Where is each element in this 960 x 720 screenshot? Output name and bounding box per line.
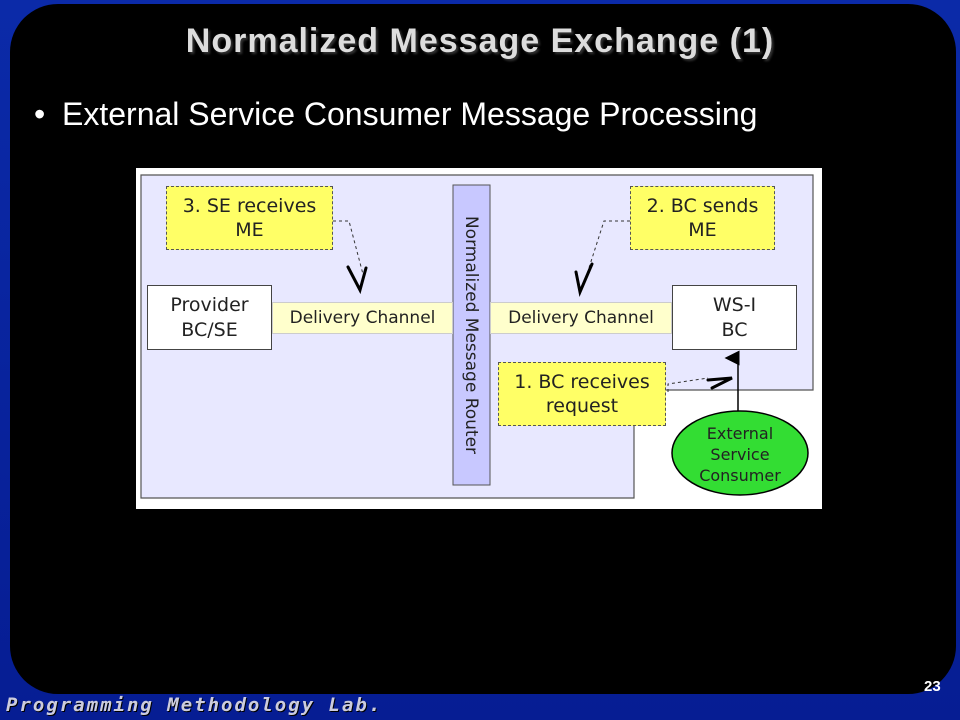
callout-line-bc-receives bbox=[667, 377, 709, 392]
checkmark-bc-sends bbox=[574, 262, 594, 298]
note-bc-sends: 2. BC sends ME bbox=[630, 186, 775, 250]
checkmark-bc-receives bbox=[706, 376, 733, 390]
bullet-item: • External Service Consumer Message Proce… bbox=[34, 96, 757, 133]
callout-line-se bbox=[333, 220, 365, 279]
checkmark-se bbox=[346, 265, 368, 295]
bullet-text: External Service Consumer Message Proces… bbox=[62, 96, 758, 132]
router-bar bbox=[452, 184, 491, 486]
diagram: 3. SE receives ME 2. BC sends ME 1. BC r… bbox=[136, 168, 822, 509]
external-service-consumer-label: External Service Consumer bbox=[699, 423, 781, 485]
callout-line-bc-sends bbox=[586, 220, 630, 275]
delivery-channel-right: Delivery Channel bbox=[490, 302, 672, 334]
provider-bc-se-box: Provider BC/SE bbox=[147, 285, 272, 350]
lab-logo: Programming Methodology Lab. bbox=[6, 694, 383, 716]
consumer-ellipse bbox=[671, 410, 809, 496]
wsi-bc-box: WS-I BC bbox=[672, 285, 797, 350]
router-label: Normalized Message Router bbox=[461, 215, 481, 455]
bullet-dot-icon: • bbox=[34, 96, 46, 132]
diagram-shapes bbox=[140, 174, 814, 499]
note-bc-receives: 1. BC receives request bbox=[498, 362, 666, 426]
note-se-receives: 3. SE receives ME bbox=[166, 186, 333, 250]
slide-title: Normalized Message Exchange (1) bbox=[185, 22, 775, 60]
delivery-channel-left: Delivery Channel bbox=[272, 302, 453, 334]
page-number: 23 bbox=[924, 678, 941, 695]
